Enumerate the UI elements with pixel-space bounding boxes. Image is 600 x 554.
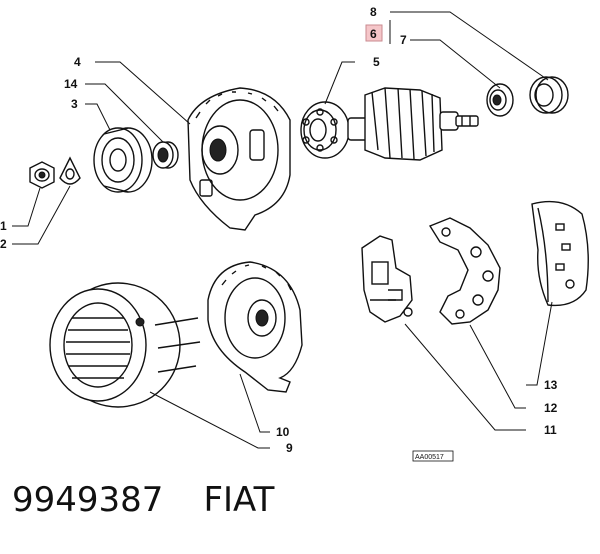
callout-12: 12 [544,401,558,415]
part-end-cap [529,76,569,114]
callout-8: 8 [370,5,377,19]
part-spacer [152,141,179,169]
part-rear-cover [531,200,589,307]
callout-5: 5 [373,55,380,69]
callout-11: 11 [544,423,557,437]
part-bearing-rear [486,83,514,117]
callout-2: 2 [0,237,7,251]
part-stator [49,282,201,408]
brand-name: FIAT [203,480,275,520]
callout-4: 4 [74,55,81,69]
part-washer [59,156,81,185]
drawing-code: AA00517 [415,454,444,461]
callout-13: 13 [544,378,558,392]
callout-6-highlight [365,24,383,42]
callout-10: 10 [276,425,290,439]
callout-3: 3 [71,97,78,111]
part-nut [29,161,55,189]
part-pulley [93,127,153,193]
callout-9: 9 [286,441,293,455]
leader-lines [12,11,553,449]
callout-6: 6 [370,27,377,41]
part-rotor [347,87,479,161]
callout-7: 7 [400,33,407,47]
part-front-housing [187,87,291,231]
callout-14: 14 [64,77,78,91]
callout-1: 1 [0,219,7,233]
part-regulator [361,235,413,323]
part-rear-housing [207,261,303,393]
part-bearing-front [300,101,350,159]
caption: 9949387 FIAT [12,480,314,520]
part-number: 9949387 [12,480,164,520]
drawing-code-box [412,450,454,462]
part-rectifier [428,217,501,325]
